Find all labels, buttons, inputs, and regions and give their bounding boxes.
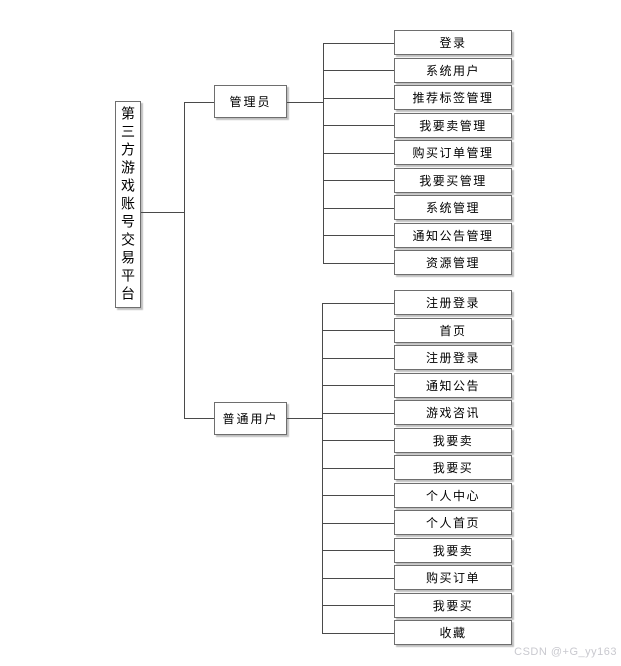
leaf-node: 推荐标签管理	[394, 85, 512, 110]
leaf-node: 游戏咨讯	[394, 400, 512, 425]
connector-line	[323, 153, 394, 154]
connector-line	[322, 523, 394, 524]
leaf-node: 收藏	[394, 620, 512, 645]
connector-line	[184, 418, 214, 419]
connector-line	[287, 102, 324, 103]
root-node: 第三方游戏账号交易平台	[115, 101, 141, 308]
leaf-node: 我要卖	[394, 538, 512, 563]
connector-line	[322, 578, 394, 579]
leaf-node: 我要买管理	[394, 168, 512, 193]
connector-line	[322, 303, 394, 304]
branch-node-user: 普通用户	[214, 402, 287, 435]
leaf-node: 我要卖管理	[394, 113, 512, 138]
connector-line	[323, 180, 394, 181]
leaf-node: 我要买	[394, 455, 512, 480]
leaf-node: 注册登录	[394, 290, 512, 315]
connector-line	[322, 633, 394, 634]
leaf-node: 注册登录	[394, 345, 512, 370]
leaf-node: 个人首页	[394, 510, 512, 535]
connector-line	[323, 235, 394, 236]
connector-line	[322, 495, 394, 496]
leaf-node: 我要卖	[394, 428, 512, 453]
connector-line	[322, 385, 394, 386]
connector-line	[184, 102, 214, 103]
leaf-node: 系统管理	[394, 195, 512, 220]
connector-line	[323, 43, 394, 44]
connector-line	[322, 468, 394, 469]
connector-line	[322, 550, 394, 551]
branch-node-admin: 管理员	[214, 85, 287, 118]
connector-line	[322, 330, 394, 331]
leaf-node: 通知公告	[394, 373, 512, 398]
connector-line	[184, 102, 185, 419]
leaf-node: 资源管理	[394, 250, 512, 275]
leaf-node: 购买订单	[394, 565, 512, 590]
leaf-node: 登录	[394, 30, 512, 55]
connector-line	[323, 208, 394, 209]
connector-line	[323, 98, 394, 99]
connector-line	[323, 70, 394, 71]
leaf-node: 个人中心	[394, 483, 512, 508]
connector-line	[322, 440, 394, 441]
watermark: CSDN @+G_yy163	[514, 646, 617, 658]
connector-line	[322, 413, 394, 414]
leaf-node: 我要买	[394, 593, 512, 618]
connector-line	[322, 605, 394, 606]
connector-line	[287, 418, 323, 419]
leaf-node: 通知公告管理	[394, 223, 512, 248]
leaf-node: 首页	[394, 318, 512, 343]
leaf-node: 购买订单管理	[394, 140, 512, 165]
connector-line	[323, 125, 394, 126]
connector-line	[141, 212, 185, 213]
connector-line	[323, 263, 394, 264]
leaf-node: 系统用户	[394, 58, 512, 83]
connector-line	[322, 358, 394, 359]
